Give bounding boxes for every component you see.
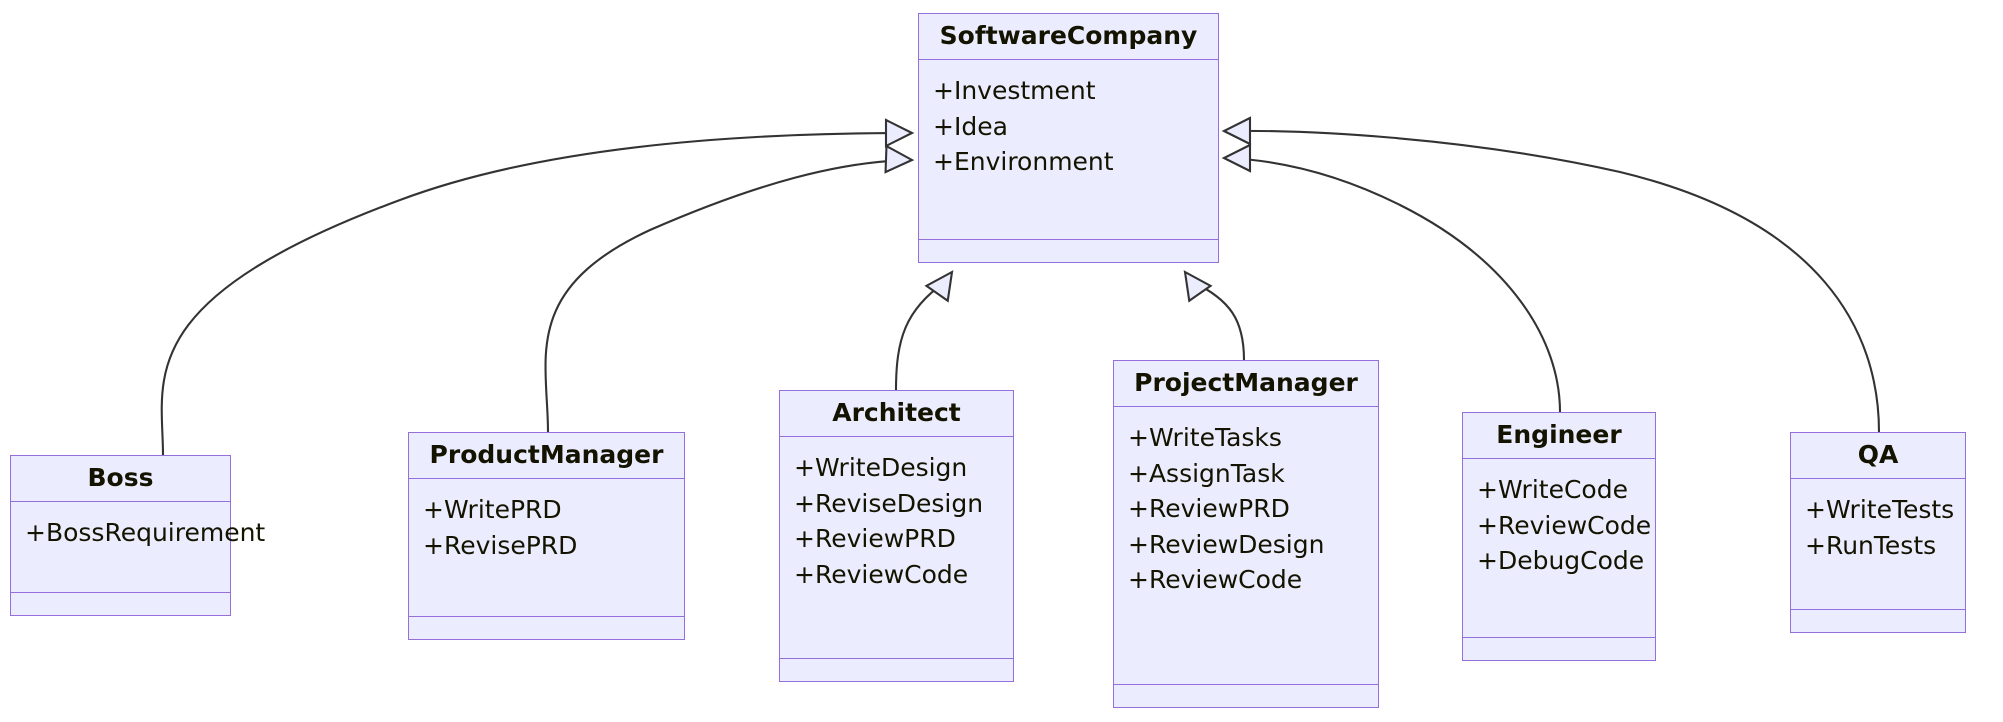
class-attribute: +WriteTests (1805, 495, 1955, 525)
class-attribute: +AssignTask (1128, 458, 1285, 488)
inheritance-arrowhead (884, 118, 915, 148)
class-attribute: +Environment (933, 147, 1114, 177)
class-methods (919, 240, 1218, 262)
inheritance-edge (1183, 270, 1246, 361)
class-methods (1791, 610, 1965, 632)
inheritance-arrowhead (1221, 143, 1252, 173)
inheritance-arrowhead (1221, 116, 1252, 146)
class-attribute: +WriteTasks (1128, 423, 1282, 453)
class-title: ProductManager (409, 433, 684, 480)
class-title: SoftwareCompany (919, 14, 1218, 61)
class-methods (1114, 685, 1378, 707)
class-attribute: +ReviseDesign (794, 488, 984, 518)
class-node-qa[interactable]: QA +WriteTests +RunTests (1790, 432, 1966, 633)
class-attribute: +DebugCode (1477, 546, 1645, 576)
class-attribute: +WriteCode (1477, 475, 1628, 505)
class-methods (1463, 638, 1655, 660)
class-attribute: +ReviewDesign (1128, 529, 1325, 559)
inheritance-edge (894, 270, 954, 391)
class-methods (409, 617, 684, 639)
class-title: QA (1791, 433, 1965, 480)
class-node-productmanager[interactable]: ProductManager +WritePRD +RevisePRD (408, 432, 685, 640)
class-attribute: +ReviewPRD (1128, 494, 1290, 524)
class-node-architect[interactable]: Architect +WriteDesign +ReviseDesign +Revie… (779, 390, 1014, 682)
class-title: Engineer (1463, 413, 1655, 460)
class-attributes: +WriteCode +ReviewCode +DebugCode (1463, 459, 1655, 638)
class-attributes: +WriteTasks +AssignTask +ReviewPRD +ReviewD… (1114, 407, 1378, 685)
class-node-boss[interactable]: Boss +BossRequirement (10, 455, 266, 616)
class-node-projectmanager[interactable]: ProjectManager +WriteTasks +AssignTask +Rev… (1113, 360, 1379, 708)
class-title: Architect (780, 391, 1013, 438)
class-node-engineer[interactable]: Engineer +WriteCode +ReviewCode +DebugCode (1462, 412, 1656, 661)
class-attribute: +RevisePRD (423, 530, 578, 560)
class-attribute: +WritePRD (423, 495, 562, 525)
class-attribute: +WriteDesign (794, 453, 968, 483)
class-title: ProjectManager (1114, 361, 1378, 408)
class-attribute: +ReviewCode (1128, 565, 1303, 595)
class-attribute: +BossRequirement (25, 518, 266, 548)
class-attribute: +RunTests (1805, 530, 1937, 560)
class-attribute: +Investment (933, 76, 1096, 106)
inheritance-arrowhead (884, 144, 915, 174)
class-attribute: +ReviewCode (794, 559, 969, 589)
class-attributes: +WritePRD +RevisePRD (409, 479, 684, 617)
inheritance-arrowhead (924, 270, 954, 303)
class-attribute: +Idea (933, 111, 1008, 141)
class-title: Boss (11, 456, 230, 503)
class-attribute: +ReviewPRD (794, 524, 956, 554)
class-attributes: +WriteDesign +ReviseDesign +ReviewPRD +Revi… (780, 437, 1013, 659)
inheritance-arrowhead (1183, 270, 1213, 303)
class-node-softwarecompany[interactable]: SoftwareCompany +Investment +Idea +Environm… (918, 13, 1219, 263)
class-attributes: +BossRequirement (11, 502, 266, 593)
class-attribute: +ReviewCode (1477, 510, 1652, 540)
class-attributes: +WriteTests +RunTests (1791, 479, 1965, 610)
class-methods (780, 659, 1013, 681)
class-attributes: +Investment +Idea +Environment (919, 60, 1218, 240)
class-methods (11, 593, 230, 615)
